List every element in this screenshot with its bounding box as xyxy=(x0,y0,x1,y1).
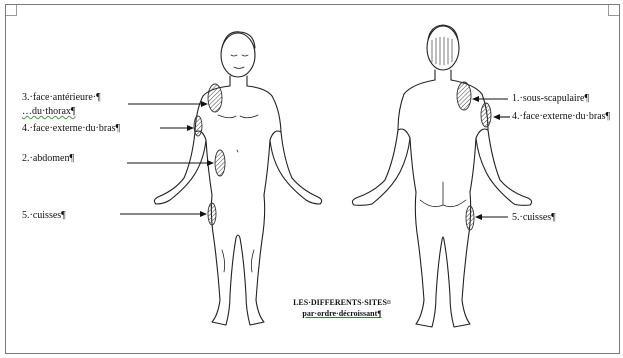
back-left-hand xyxy=(514,198,532,205)
front-arms xyxy=(158,86,318,200)
label-site3-line2: …du·thorax¶ xyxy=(22,106,75,117)
label-front-site5: 5.·cuisses¶ xyxy=(22,210,66,221)
front-right-hand xyxy=(154,197,170,204)
label-back-site1: 1.·sous-scapulaire¶ xyxy=(512,93,589,104)
label-back-site5: 5.·cuisses¶ xyxy=(512,212,556,223)
label-back-site4: 4.·face·externe·du·bras¶ xyxy=(512,111,610,122)
label-site3-line2-text: …du·thorax¶ xyxy=(22,106,75,117)
label-front-site2: 2.·abdomen¶ xyxy=(22,153,74,164)
site-back-subscapular xyxy=(457,82,471,110)
caption: LES·DIFFERENTS·SITES¤ par·ordre·décroiss… xyxy=(286,297,398,319)
site-front-thorax xyxy=(208,84,222,112)
label-site3-line1: 3.·face·antérieure·¶ xyxy=(22,92,101,103)
front-left-hand xyxy=(306,197,322,204)
front-head xyxy=(221,33,255,77)
site-back-thigh xyxy=(466,206,474,230)
label-front-site4: 4.·face·externe·du·bras¶ xyxy=(22,123,120,134)
site-back-arm xyxy=(481,103,491,127)
pointer-arrows xyxy=(120,96,510,220)
back-torso-legs xyxy=(410,138,476,327)
back-hair-strands xyxy=(432,37,452,65)
front-face xyxy=(231,55,248,69)
site-front-arm xyxy=(194,116,202,136)
back-buttocks xyxy=(420,182,466,207)
site-front-abdomen xyxy=(215,150,225,176)
caption-line1: LES·DIFFERENTS·SITES¤ xyxy=(286,297,398,308)
injection-site-markers xyxy=(194,82,491,230)
front-chest-details xyxy=(218,115,258,152)
site-front-thigh xyxy=(208,203,216,225)
back-body-figure xyxy=(352,25,531,327)
caption-line2: par·ordre·décroissant¶ xyxy=(286,308,398,319)
front-knees xyxy=(222,250,254,272)
back-neck xyxy=(435,70,451,80)
back-right-hand xyxy=(352,198,372,205)
back-hair xyxy=(428,25,458,40)
front-body-figure xyxy=(154,32,321,325)
